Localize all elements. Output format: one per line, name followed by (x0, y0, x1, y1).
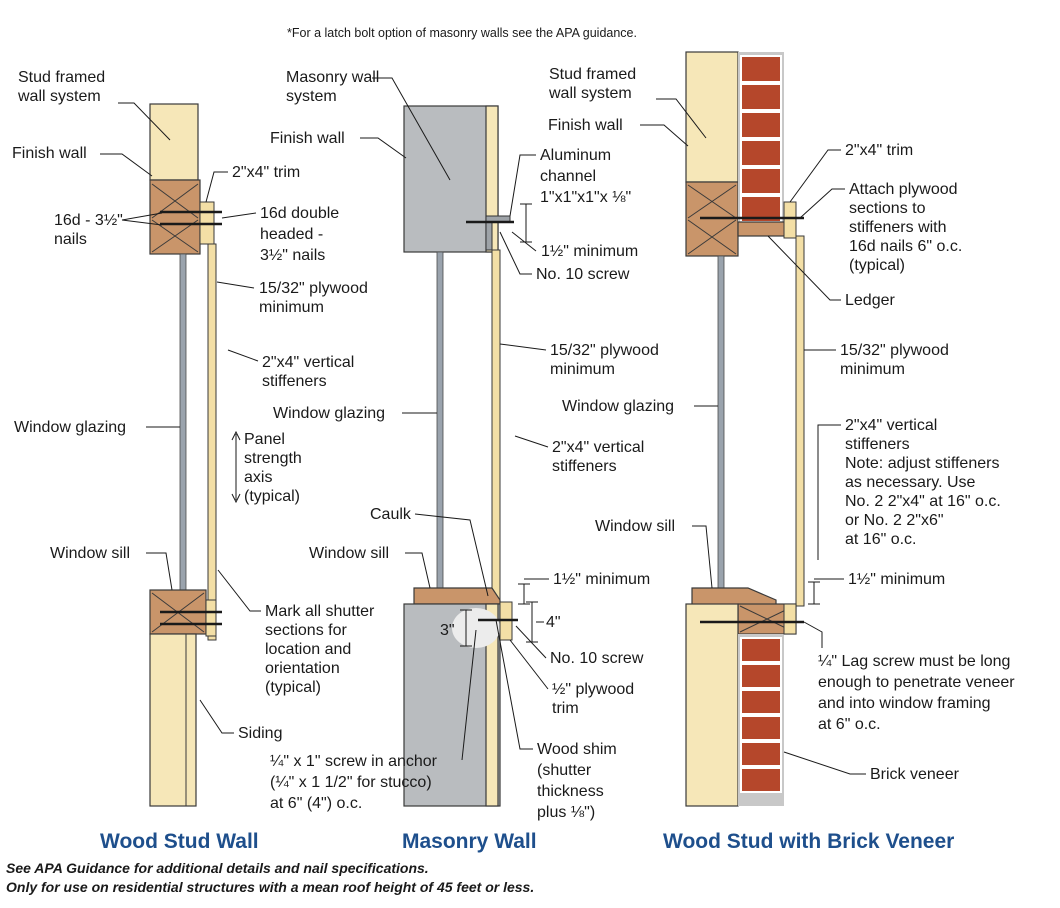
label-finish-wall: Finish wall (270, 130, 345, 147)
masonry-wall-section (403, 105, 518, 807)
label-screw-top: No. 10 screw (536, 266, 630, 283)
label-sill: Window sill (595, 518, 675, 535)
top-note: *For a latch bolt option of masonry wall… (287, 26, 637, 40)
window-glazing (717, 255, 725, 589)
dim-min (808, 581, 820, 605)
plywood-panel (207, 243, 217, 641)
label-min-top: 1½" minimum (541, 243, 638, 260)
ledger (737, 221, 787, 237)
strength-axis-arrow (231, 430, 241, 504)
label-trim: 2"x4" trim (845, 142, 913, 159)
upper-stud (149, 103, 199, 181)
label-16d-nails: 16d - 3½"nails (54, 212, 123, 248)
bottom-trim (205, 599, 217, 637)
lower-stud (685, 603, 739, 807)
upper-stud (685, 51, 739, 183)
title-wood-stud-wall: Wood Stud Wall (100, 830, 259, 853)
label-ledger: Ledger (845, 292, 895, 309)
sill (691, 587, 777, 607)
label-trim: 2"x4" trim (232, 164, 300, 181)
label-glazing: Window glazing (273, 405, 385, 422)
label-glazing: Window glazing (562, 398, 674, 415)
label-min: 1½" minimum (848, 571, 945, 588)
top-trim (783, 201, 797, 239)
footnote-guidance: See APA Guidance for additional details … (6, 860, 429, 876)
lower-stud (149, 633, 197, 807)
window-glazing (179, 253, 187, 591)
label-dim-3: 3" (440, 622, 455, 639)
upper-masonry (403, 105, 499, 253)
plywood-panel (491, 249, 501, 607)
lower-bricks (740, 637, 782, 793)
dim-top (520, 203, 532, 243)
label-glazing: Window glazing (14, 419, 126, 436)
label-finish-wall: Finish wall (548, 117, 623, 134)
label-sill: Window sill (309, 545, 389, 562)
upper-bricks (740, 55, 782, 223)
window-glazing (436, 251, 444, 589)
brick-veneer-section (685, 51, 805, 807)
label-dim-4: 4" (546, 614, 561, 631)
label-caulk: Caulk (370, 506, 412, 523)
label-veneer: Brick veneer (870, 766, 960, 783)
header-block (149, 179, 201, 255)
label-siding: Siding (238, 725, 282, 742)
label-min-bottom: 1½" minimum (553, 571, 650, 588)
label-anchor: ¼" x 1" screw in anchor(¼" x 1 1/2" for … (270, 753, 438, 812)
anchor-zone (452, 608, 500, 648)
label-screw-bottom: No. 10 screw (550, 650, 644, 667)
title-brick-veneer: Wood Stud with Brick Veneer (663, 830, 954, 853)
lower-masonry (403, 603, 501, 807)
footnote-residential: Only for use on residential structures w… (6, 879, 535, 895)
label-sill: Window sill (50, 545, 130, 562)
label-finish-wall: Finish wall (12, 145, 87, 162)
title-masonry-wall: Masonry Wall (402, 830, 537, 853)
dim-bottom (518, 583, 530, 605)
wood-stud-wall-section (149, 103, 222, 807)
plywood-panel (795, 235, 805, 607)
